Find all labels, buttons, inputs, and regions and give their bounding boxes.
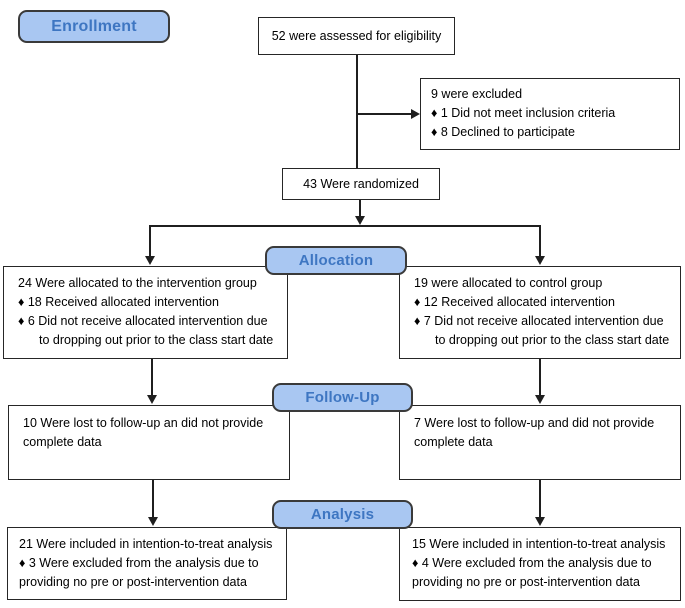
down-arrowhead-icon: [535, 256, 545, 265]
connector-assessed-to-randomized: [356, 55, 358, 169]
text-line: 52 were assessed for eligibility: [271, 28, 442, 43]
connector-randomized-to-branch: [359, 200, 361, 217]
down-arrowhead-icon: [535, 395, 545, 404]
text-line: 43 Were randomized: [303, 176, 419, 191]
stage-label-enrollment: Enrollment: [18, 10, 170, 43]
text-line: 7 Were lost to follow-up and did not pro…: [414, 416, 655, 430]
text-line: ♦ 8 Declined to participate: [431, 125, 575, 139]
text-line: complete data: [414, 435, 493, 449]
text-line: ♦ 7 Did not receive allocated interventi…: [414, 314, 664, 328]
connector-branch-horizontal: [149, 225, 541, 227]
box-randomized: 43 Were randomized: [282, 168, 440, 200]
text-line: ♦ 3 Were excluded from the analysis due …: [19, 556, 259, 570]
connector-control-to-followup: [539, 359, 541, 396]
text-line: complete data: [23, 435, 102, 449]
box-excluded: 9 were excluded ♦ 1 Did not meet inclusi…: [420, 78, 680, 150]
connector-followup-to-analysis-left: [152, 480, 154, 518]
right-arrowhead-icon: [411, 109, 420, 119]
box-analysis-control: 15 Were included in intention-to-treat a…: [399, 527, 681, 601]
text-line: providing no pre or post-intervention da…: [412, 575, 640, 589]
connector-branch-to-intervention: [149, 227, 151, 256]
box-allocated-control: 19 were allocated to control group ♦ 12 …: [399, 266, 681, 359]
down-arrowhead-icon: [535, 517, 545, 526]
text-line: 9 were excluded: [431, 87, 523, 101]
text-line: providing no pre or post-intervention da…: [19, 575, 247, 589]
connector-to-excluded: [357, 113, 412, 115]
text-line: ♦ 6 Did not receive allocated interventi…: [18, 314, 268, 328]
down-arrowhead-icon: [147, 395, 157, 404]
text-line: 21 Were included in intention-to-treat a…: [19, 537, 273, 551]
stage-label-follow-up: Follow-Up: [272, 383, 413, 412]
down-arrowhead-icon: [148, 517, 158, 526]
text-line: 15 Were included in intention-to-treat a…: [412, 537, 666, 551]
box-allocated-intervention: 24 Were allocated to the intervention gr…: [3, 266, 288, 359]
connector-followup-to-analysis-right: [539, 480, 541, 518]
text-line: 19 were allocated to control group: [414, 276, 603, 290]
down-arrowhead-icon: [355, 216, 365, 225]
text-line: ♦ 1 Did not meet inclusion criteria: [431, 106, 616, 120]
connector-branch-to-control: [539, 227, 541, 256]
stage-label-allocation: Allocation: [265, 246, 407, 275]
text-line: to dropping out prior to the class start…: [435, 333, 670, 347]
text-line: ♦ 18 Received allocated intervention: [18, 295, 219, 309]
box-analysis-intervention: 21 Were included in intention-to-treat a…: [7, 527, 287, 600]
text-line: to dropping out prior to the class start…: [39, 333, 274, 347]
box-assessed-eligibility: 52 were assessed for eligibility: [258, 17, 455, 55]
down-arrowhead-icon: [145, 256, 155, 265]
box-lost-followup-control: 7 Were lost to follow-up and did not pro…: [399, 405, 681, 480]
text-line: 10 Were lost to follow-up an did not pro…: [23, 416, 264, 430]
connector-intervention-to-followup: [151, 359, 153, 396]
text-line: 24 Were allocated to the intervention gr…: [18, 276, 257, 290]
stage-label-analysis: Analysis: [272, 500, 413, 529]
text-line: ♦ 4 Were excluded from the analysis due …: [412, 556, 652, 570]
text-line: ♦ 12 Received allocated intervention: [414, 295, 615, 309]
box-lost-followup-intervention: 10 Were lost to follow-up an did not pro…: [8, 405, 290, 480]
